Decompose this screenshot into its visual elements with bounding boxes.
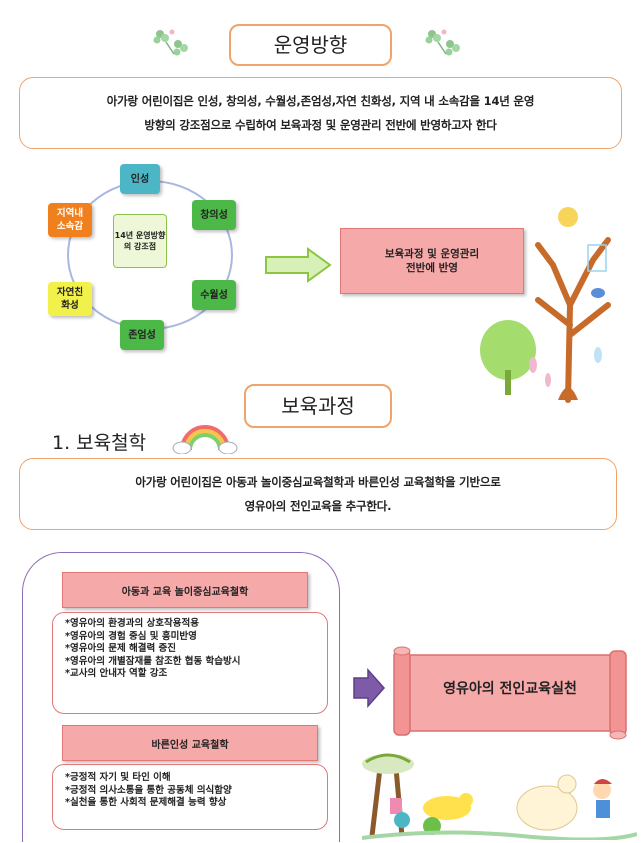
cycle-node-excellence: 수월성 — [192, 280, 236, 310]
operation-direction-box: 아가랑 어린이집은 인성, 창의성, 수월성,존엄성,자연 친화성, 지역 내 … — [19, 77, 622, 149]
operation-direction-line2: 방향의 강조점으로 수립하여 보육과정 및 운영관리 전반에 반영하고자 한다 — [144, 118, 497, 132]
curriculum-philosophy-box: 아가랑 어린이집은 아동과 놀이중심교육철학과 바른인성 교육철학을 기반으로 … — [19, 458, 617, 530]
scroll-text: 영유아의 전인교육실천 — [443, 681, 577, 697]
subheading-philosophy: 1. 보육철학 — [52, 432, 147, 454]
list-item: *영유아의 문제 해결력 증진 — [65, 643, 177, 654]
clover-left-icon — [153, 29, 188, 56]
section-title-curriculum: 보육과정 — [244, 384, 392, 428]
list-item: *실천을 통한 사회적 문제해결 능력 향상 — [65, 797, 227, 808]
clover-right-icon — [425, 29, 460, 56]
philosophy-box2-list: *긍정적 자기 및 타인 이해 *긍정적 의사소통을 통한 공동체 의식함양 *… — [52, 764, 328, 830]
list-item: *영유아의 경험 중심 및 흥미반영 — [65, 630, 197, 642]
cycle-center: 14년 운영방향의 강조점 — [113, 214, 167, 268]
curriculum-philosophy-line1: 아가랑 어린이집은 아동과 놀이중심교육철학과 바른인성 교육철학을 기반으로 — [135, 475, 501, 489]
tree-illustration — [480, 207, 611, 403]
section-title-operation: 운영방향 — [229, 24, 392, 66]
list-item: *긍정적 의사소통을 통한 공동체 의식함양 — [65, 784, 232, 796]
cycle-node-community: 지역내소속감 — [48, 203, 92, 237]
philosophy-container — [22, 552, 340, 842]
cycle-node-nature: 자연친화성 — [48, 282, 92, 316]
philosophy-box1-list: *영유아의 환경과의 상호작용적용 *영유아의 경험 중심 및 흥미반영 *영유… — [52, 612, 328, 714]
result-box-operation: 보육과정 및 운영관리 전반에 반영 — [340, 228, 524, 294]
list-item: *교사의 안내자 역할 강조 — [65, 668, 168, 679]
section-title-curriculum-text: 보육과정 — [281, 394, 355, 418]
curriculum-philosophy-line2: 영유아의 전인교육을 추구한다. — [244, 499, 392, 513]
philosophy-box1-title: 아동과 교육 놀이중심교육철학 — [62, 572, 308, 608]
purple-arrow-icon — [353, 668, 386, 708]
philosophy-box2-title: 바른인성 교육철학 — [62, 725, 318, 761]
scroll-banner — [393, 646, 627, 740]
rainbow-icon — [172, 425, 238, 454]
right-arrow-icon — [265, 247, 332, 283]
cycle-node-creativity: 창의성 — [192, 200, 236, 230]
list-item: *영유아의 개별잠재를 참조한 협동 학습방시 — [65, 655, 241, 667]
operation-direction-line1: 아가랑 어린이집은 인성, 창의성, 수월성,존엄성,자연 친화성, 지역 내 … — [106, 94, 535, 108]
list-item: *긍정적 자기 및 타인 이해 — [65, 772, 171, 783]
cycle-node-character: 인성 — [120, 164, 160, 194]
section-title-operation-text: 운영방향 — [273, 33, 348, 57]
cycle-node-dignity: 존엄성 — [120, 320, 164, 350]
list-item: *영유아의 환경과의 상호작용적용 — [65, 618, 199, 629]
kids-illustration — [362, 753, 637, 840]
